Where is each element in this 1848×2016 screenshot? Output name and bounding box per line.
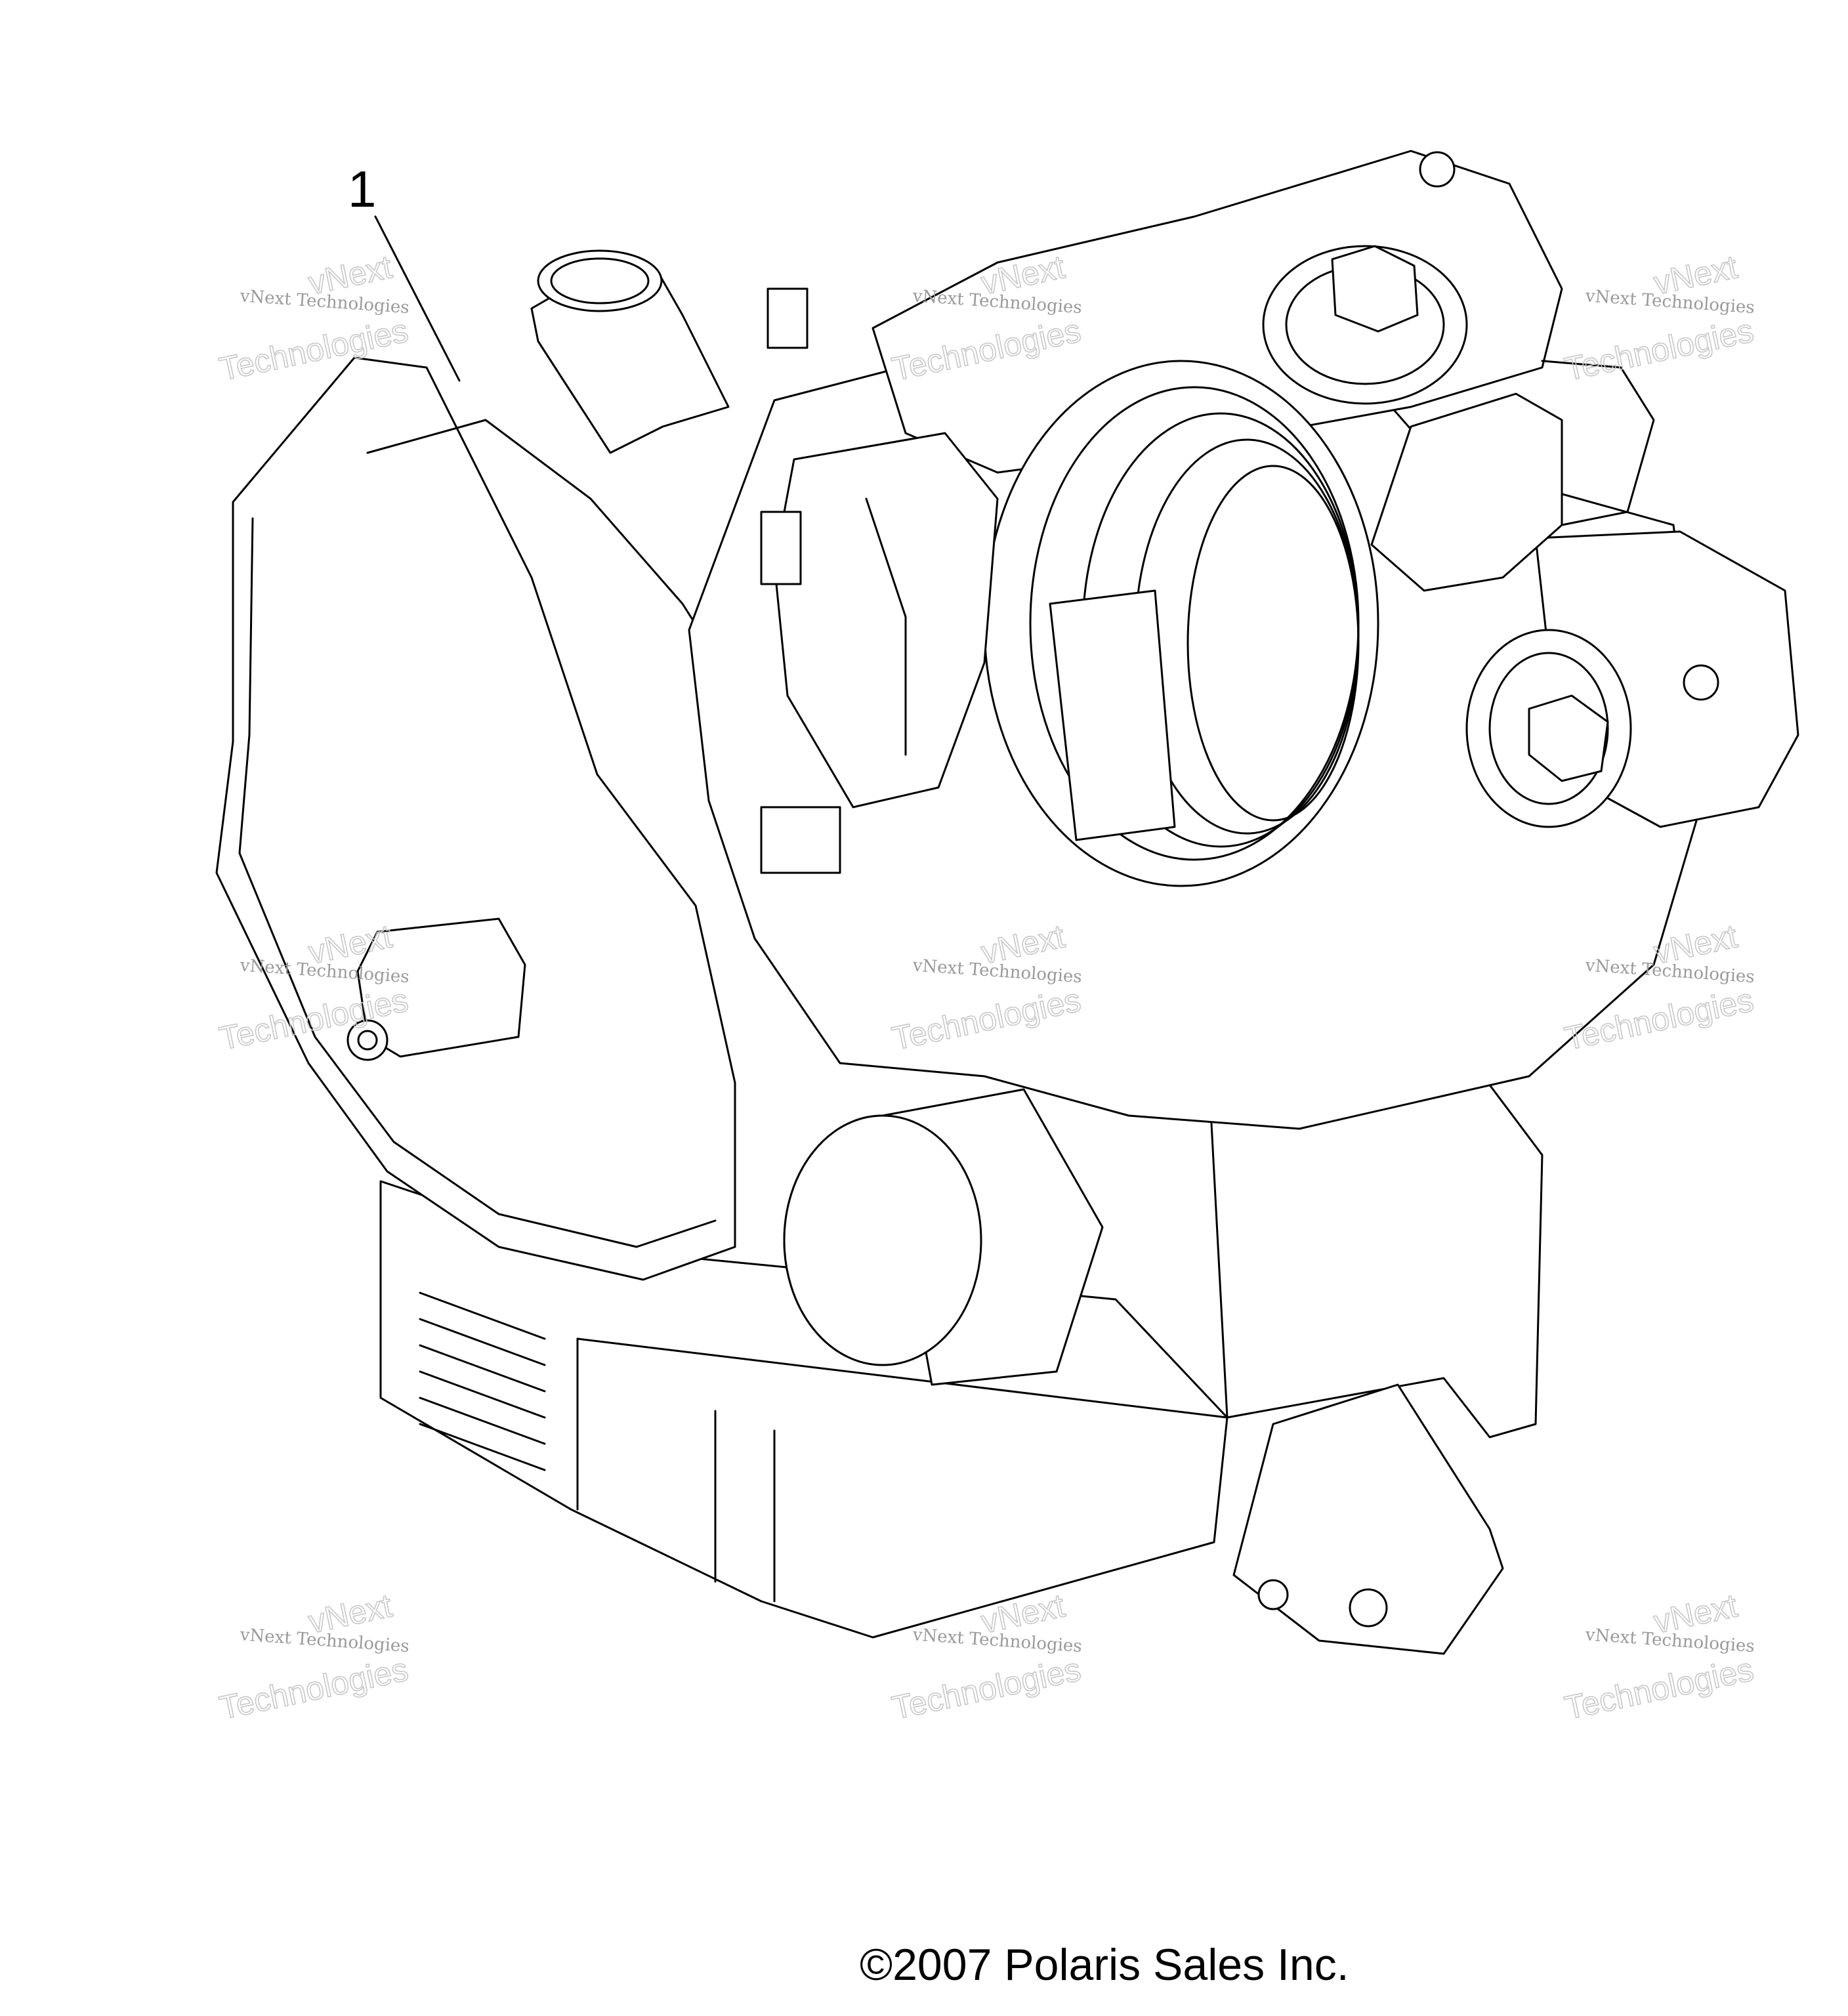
- watermark-line3: Technologies: [889, 1650, 1084, 1726]
- watermark-line3: Technologies: [1562, 1650, 1757, 1726]
- callout-number: 1: [348, 160, 376, 218]
- watermark-line3: Technologies: [1562, 312, 1757, 387]
- shaft-bolt: [346, 1019, 388, 1061]
- engine-illustration: 1: [215, 150, 1799, 1655]
- hex-bolt-lower: [1528, 694, 1609, 782]
- head-bolt-hole: [1419, 151, 1456, 188]
- watermark-line3: Technologies: [217, 1650, 411, 1726]
- mounting-foot: [1232, 1383, 1504, 1655]
- valve-cover-hole: [1683, 664, 1719, 701]
- cooling-fins: [419, 1292, 546, 1471]
- crankcase-cover: [215, 356, 736, 1281]
- piston-rod: [1049, 589, 1176, 841]
- bolt-left: [760, 511, 802, 585]
- copyright-symbol: ©: [860, 1940, 893, 1990]
- bolt-upper-left: [766, 287, 808, 349]
- copyright-notice: ©2007 Polaris Sales Inc.: [860, 1939, 1349, 1990]
- cylinder-drum: [983, 360, 1379, 887]
- mount-hole: [1349, 1588, 1388, 1628]
- hex-bolt-top: [1331, 245, 1419, 333]
- bracket: [773, 432, 999, 808]
- side-fitting: [1370, 392, 1563, 592]
- bracket-tab: [760, 806, 841, 874]
- filler-cap: [537, 249, 663, 312]
- callout-leader: [374, 215, 461, 382]
- copyright-text: 2007 Polaris Sales Inc.: [892, 1940, 1349, 1990]
